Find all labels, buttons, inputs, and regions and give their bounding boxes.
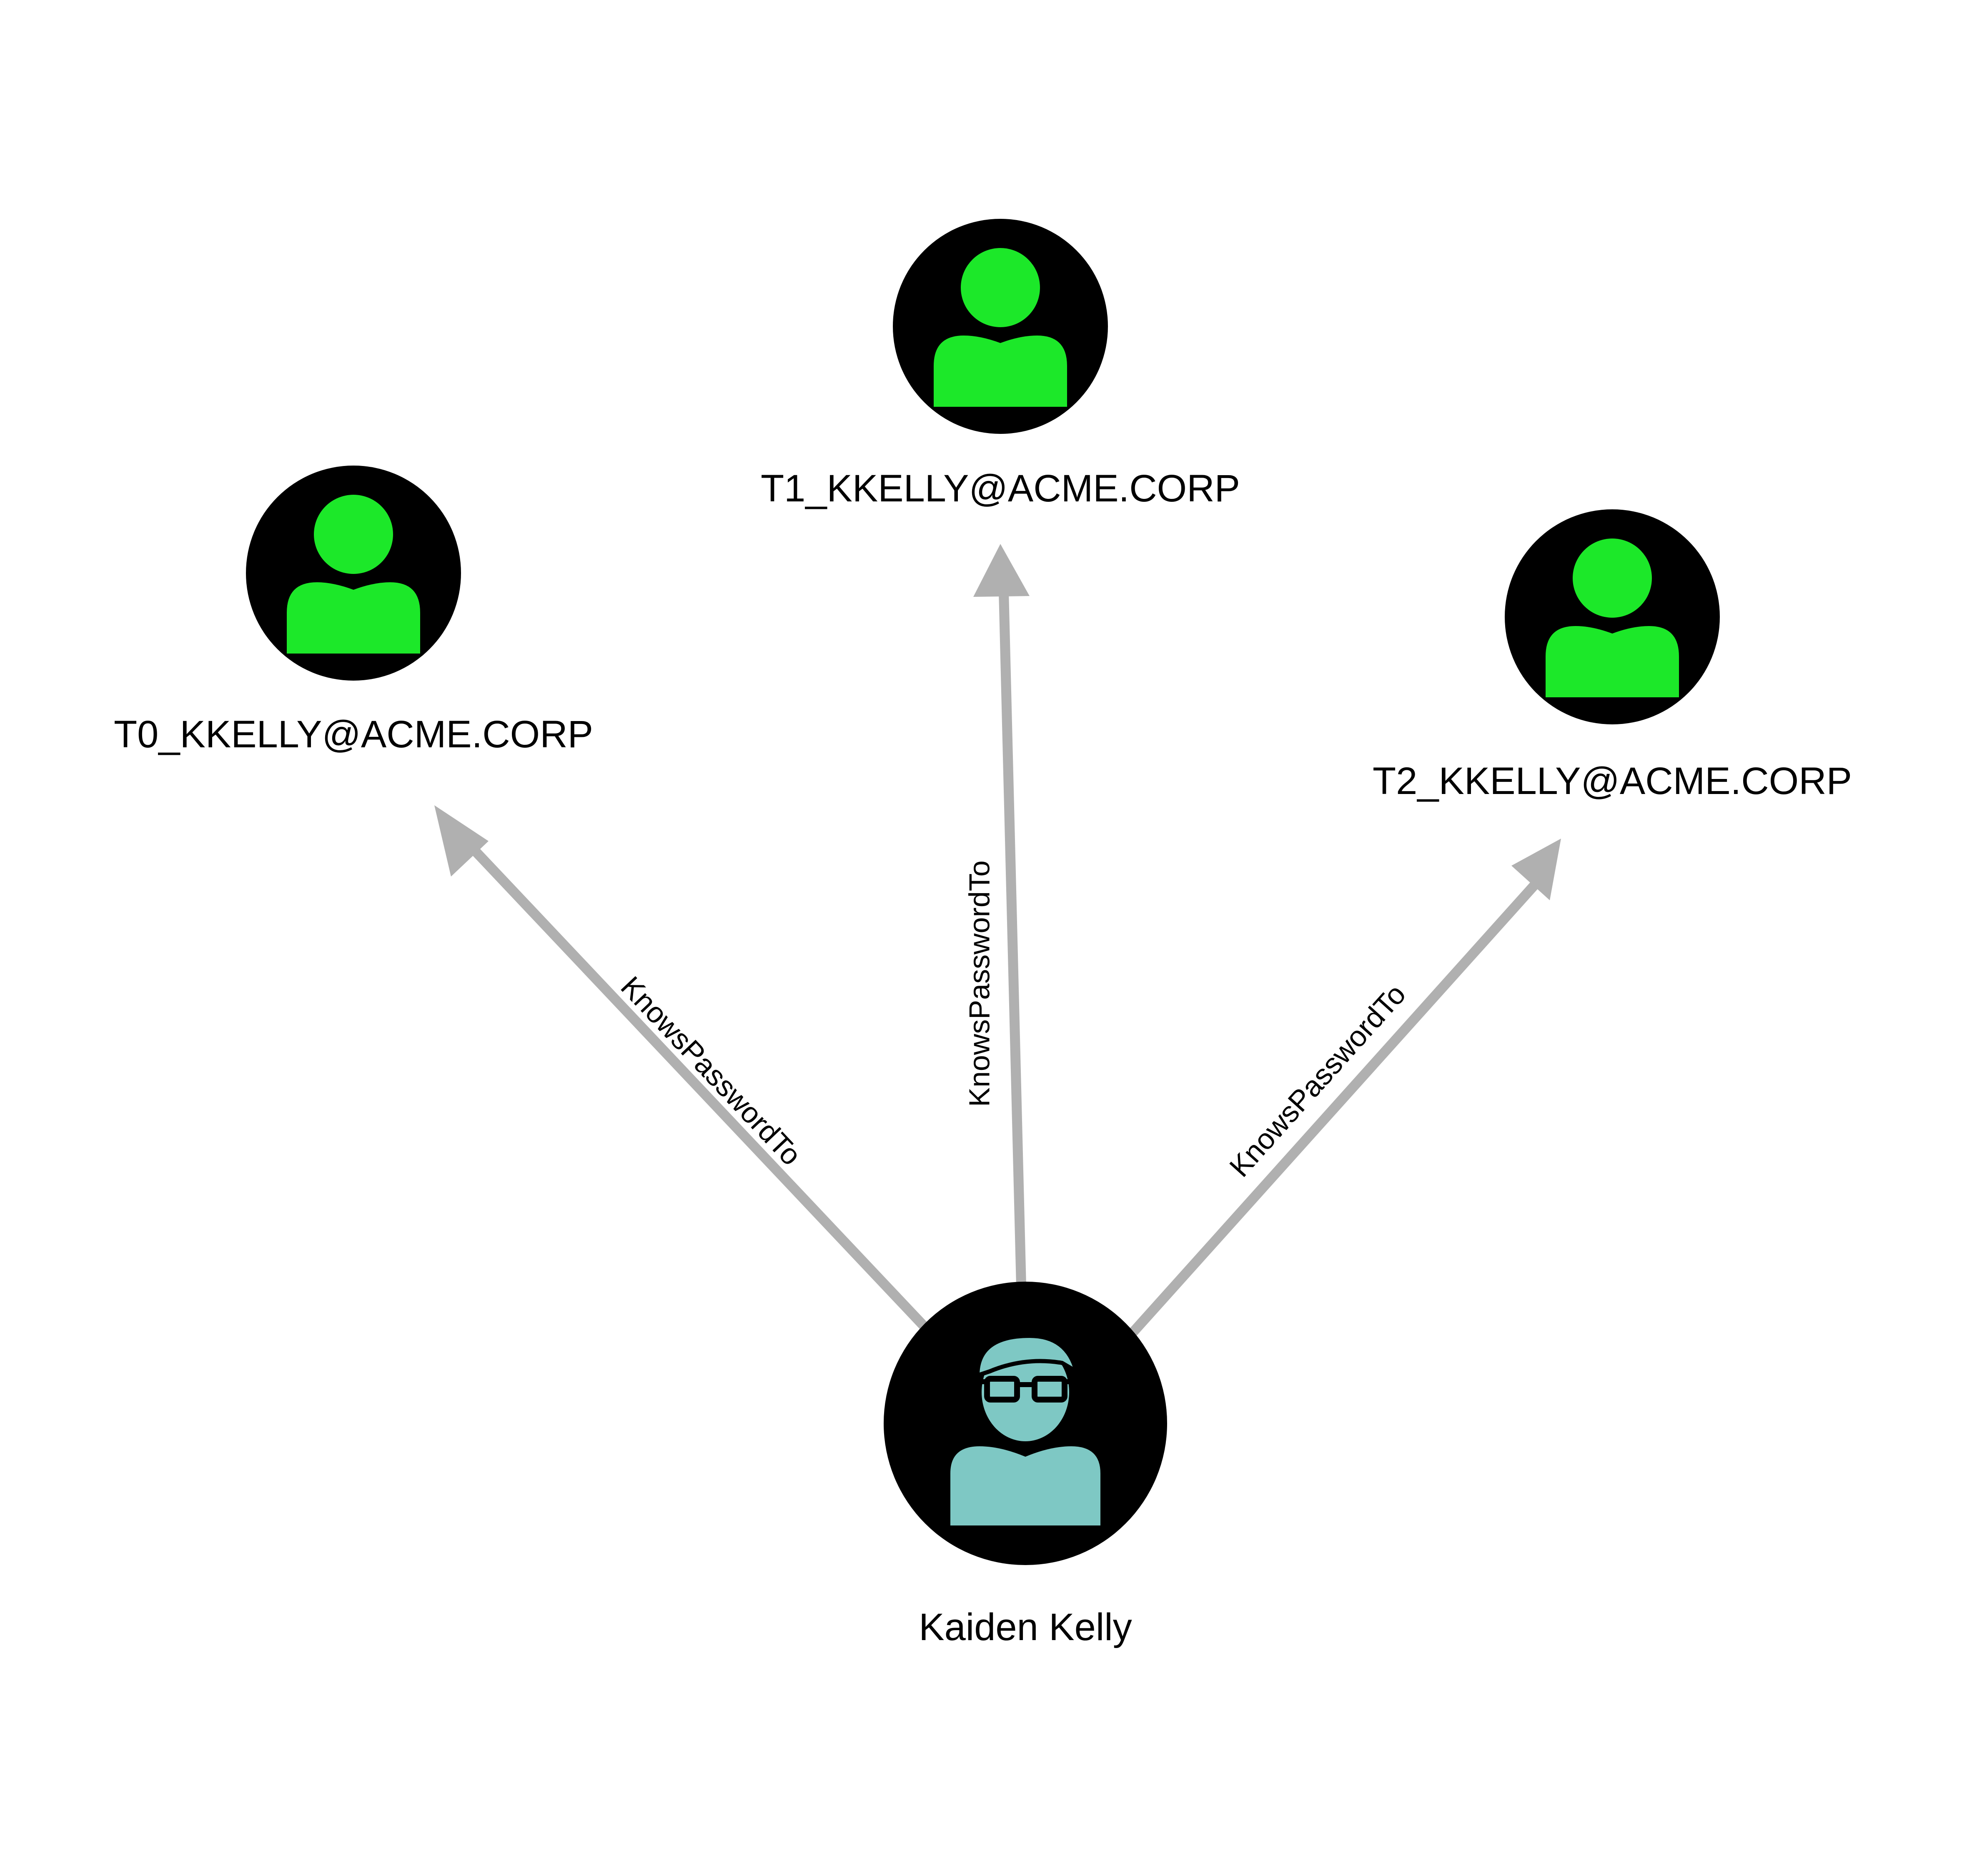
edge-label: KnowsPasswordTo bbox=[963, 860, 995, 1107]
user-account-icon bbox=[934, 248, 1067, 407]
edge-line bbox=[1128, 882, 1538, 1337]
edge-kaiden-to-t1[interactable]: KnowsPasswordTo bbox=[963, 544, 1030, 1286]
node-label: T2_KKELLY@ACME.CORP bbox=[1373, 760, 1852, 802]
node-label: T0_KKELLY@ACME.CORP bbox=[114, 713, 593, 756]
node-kaiden-kelly[interactable]: Kaiden Kelly bbox=[884, 1282, 1167, 1648]
person-with-glasses-icon bbox=[950, 1333, 1100, 1525]
node-t2[interactable]: T2_KKELLY@ACME.CORP bbox=[1373, 509, 1852, 802]
node-t0[interactable]: T0_KKELLY@ACME.CORP bbox=[114, 466, 593, 756]
edge-line bbox=[999, 591, 1026, 1286]
arrowhead-icon bbox=[434, 805, 489, 877]
arrowhead-icon bbox=[973, 544, 1030, 597]
node-label: T1_KKELLY@ACME.CORP bbox=[761, 467, 1240, 510]
arrowhead-icon bbox=[1511, 839, 1561, 900]
user-account-icon bbox=[1546, 539, 1679, 697]
edge-line bbox=[459, 834, 927, 1329]
node-t1[interactable]: T1_KKELLY@ACME.CORP bbox=[761, 219, 1240, 510]
user-account-icon bbox=[287, 495, 420, 654]
node-label: Kaiden Kelly bbox=[919, 1606, 1132, 1648]
